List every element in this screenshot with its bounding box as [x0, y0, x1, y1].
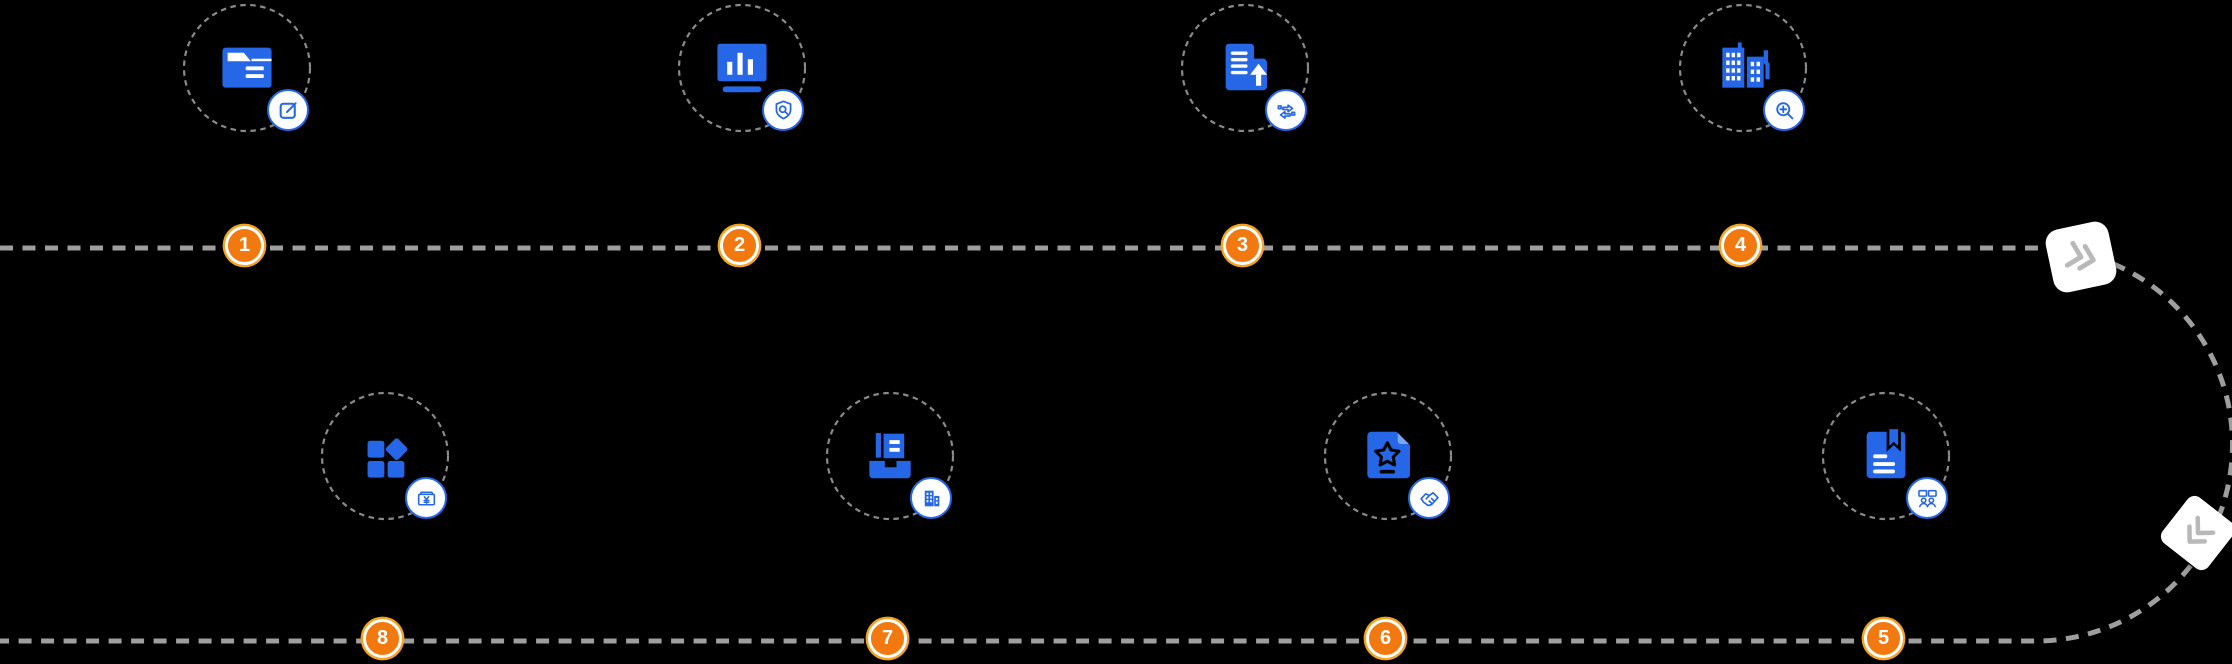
- transfer-arrows-badge-icon: [1265, 89, 1307, 131]
- zoom-in-badge-icon: [1763, 89, 1805, 131]
- dashed-circle: [1323, 391, 1453, 521]
- dashed-circle: [1821, 391, 1951, 521]
- currency-ticket-badge-icon: [405, 477, 447, 519]
- document-tray-icon: [869, 431, 911, 479]
- step-marker-5: 5: [1864, 619, 1903, 658]
- building-badge-icon: [910, 477, 952, 519]
- step-number: 5: [1877, 627, 1890, 649]
- dashed-circle: [320, 391, 450, 521]
- dashed-circle: [182, 3, 312, 133]
- double-chevron-right-icon: [2043, 219, 2119, 295]
- document-upload-icon: [1225, 43, 1267, 91]
- station-2: [674, 0, 810, 136]
- dashed-circle: [1180, 3, 1310, 133]
- step-number: 8: [376, 627, 389, 649]
- step-number: 4: [1734, 234, 1747, 256]
- app-grid-icon: [367, 438, 408, 478]
- step-marker-7: 7: [868, 619, 907, 658]
- step-number: 6: [1379, 627, 1392, 649]
- step-marker-4: 4: [1721, 226, 1760, 265]
- buildings-icon: [1722, 42, 1770, 88]
- step-number: 3: [1236, 234, 1249, 256]
- certificate-star-icon: [1367, 431, 1410, 479]
- station-3: [1177, 0, 1313, 136]
- shield-search-badge-icon: [762, 89, 804, 131]
- station-6: [1320, 388, 1456, 524]
- station-5: [1818, 388, 1954, 524]
- dashed-circle: [1678, 3, 1808, 133]
- meeting-people-badge-icon: [1906, 477, 1948, 519]
- station-4: [1675, 0, 1811, 136]
- step-marker-8: 8: [363, 619, 402, 658]
- notebook-bookmark-icon: [1866, 429, 1906, 479]
- step-marker-2: 2: [720, 226, 759, 265]
- step-number: 7: [881, 627, 894, 649]
- step-marker-6: 6: [1366, 619, 1405, 658]
- station-1: [179, 0, 315, 136]
- edit-badge-icon: [267, 89, 309, 131]
- step-number: 1: [238, 234, 251, 256]
- station-8: [317, 388, 453, 524]
- step-marker-3: 3: [1223, 226, 1262, 265]
- bar-chart-board-icon: [717, 43, 767, 93]
- handshake-badge-icon: [1408, 477, 1450, 519]
- dashed-circle: [677, 3, 807, 133]
- double-chevron-down-left-icon: [2157, 492, 2232, 574]
- station-7: [822, 388, 958, 524]
- folder-edit-icon: [222, 47, 272, 88]
- dashed-circle: [825, 391, 955, 521]
- step-number: 2: [733, 234, 746, 256]
- step-marker-1: 1: [225, 226, 264, 265]
